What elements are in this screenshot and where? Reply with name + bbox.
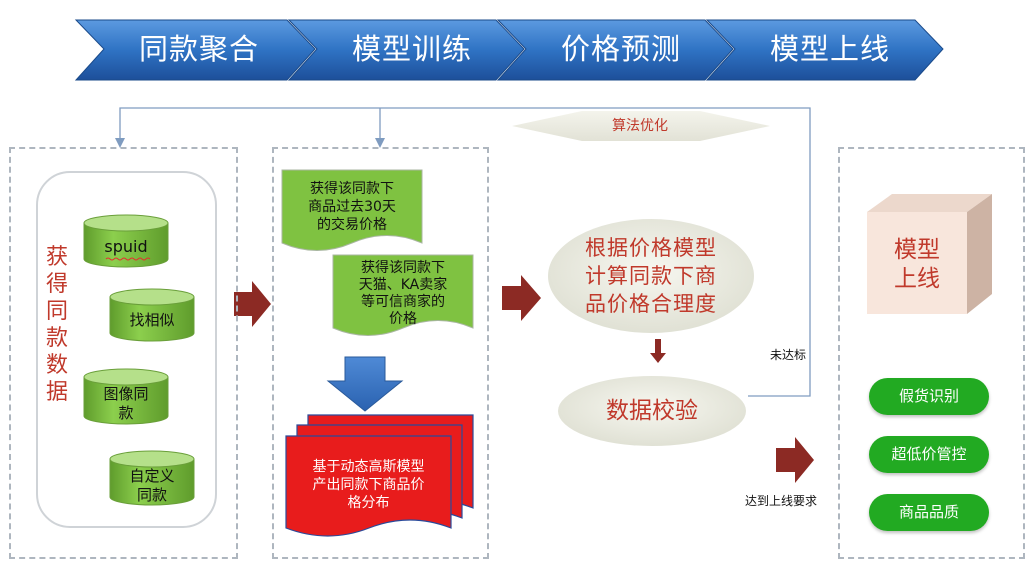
panel-model-online xyxy=(838,147,1025,559)
cylinder-spuid xyxy=(83,214,169,268)
line: 根据价格模型 xyxy=(585,236,717,260)
line: 的交易价格 xyxy=(317,217,387,233)
title-char: 同 xyxy=(45,299,68,324)
app-counterfeit-detection: 假货识别 xyxy=(869,378,989,415)
line: 商品过去30天 xyxy=(308,199,396,215)
title-char: 据 xyxy=(45,380,68,405)
document-shape-1 xyxy=(281,169,423,251)
spell-underline xyxy=(105,257,151,261)
chevron-step-1 xyxy=(74,19,316,81)
small-arrow-shaft xyxy=(655,339,661,354)
source-label-spuid: spuid xyxy=(104,237,148,256)
feedback-loop-line xyxy=(119,107,811,397)
title-char: 数 xyxy=(45,353,68,378)
validate-text: 数据校验 xyxy=(606,398,698,424)
line: 自定义 xyxy=(129,467,175,485)
cylinder-find-similar xyxy=(109,288,195,342)
feedback-arrowhead-1 xyxy=(115,138,125,148)
doc-text-trusted-sellers: 获得该同款下 天猫、KA卖家 等可信商家的 价格 xyxy=(335,260,471,328)
process-chevron-bar xyxy=(74,19,944,81)
title-char: 款 xyxy=(45,326,68,351)
down-arrow-blue xyxy=(326,356,404,412)
line: 产出同款下商品价 xyxy=(312,477,425,493)
algorithm-optimize-banner xyxy=(512,111,770,141)
arrow-panel2-to-panel3 xyxy=(502,275,541,321)
app-low-price-control: 超低价管控 xyxy=(869,436,989,473)
app-product-quality: 商品品质 xyxy=(869,494,989,531)
source-label-find-similar: 找相似 xyxy=(129,311,175,329)
data-sources-box xyxy=(36,171,217,528)
line: 品价格合理度 xyxy=(585,292,717,316)
title-char: 得 xyxy=(45,272,68,297)
algorithm-optimize-label: 算法优化 xyxy=(612,118,668,134)
model-online-cube-text: 模型 上线 xyxy=(867,236,967,294)
line: 计算同款下商 xyxy=(585,264,717,288)
step-label-2: 模型训练 xyxy=(351,32,472,66)
red-doc-front xyxy=(285,435,452,537)
chevron-step-3 xyxy=(496,19,734,81)
step-label-1: 同款聚合 xyxy=(138,32,259,66)
panel-get-data xyxy=(9,147,238,559)
chevron-step-4 xyxy=(705,19,944,81)
arrow-panel1-to-panel2 xyxy=(234,281,271,327)
step-label-4: 模型上线 xyxy=(769,32,890,66)
source-label-image-same: 图像同 款 xyxy=(84,385,168,423)
line: 同款 xyxy=(136,486,167,504)
panel-model-training xyxy=(272,147,489,559)
line: 获得该同款下 xyxy=(310,181,394,197)
title-char: 获 xyxy=(45,245,68,270)
step-label-3: 价格预测 xyxy=(560,32,681,66)
line: 基于动态高斯模型 xyxy=(312,459,425,475)
line: 获得该同款下 xyxy=(361,260,445,276)
gaussian-model-output-text: 基于动态高斯模型 产出同款下商品价 格分布 xyxy=(288,458,449,512)
cube-front xyxy=(867,212,967,314)
cylinder-image-same xyxy=(83,368,169,425)
line: 模型 xyxy=(894,237,940,263)
small-arrow-head xyxy=(650,353,666,363)
feedback-arrowhead-2 xyxy=(375,138,385,148)
document-shape-2 xyxy=(332,254,474,336)
validate-ellipse xyxy=(558,376,746,446)
cube-side xyxy=(967,194,992,314)
line: 图像同 xyxy=(103,385,149,403)
chevron-step-2 xyxy=(287,19,525,81)
source-label-custom-same: 自定义 同款 xyxy=(110,467,194,505)
line: 等可信商家的 xyxy=(361,294,445,310)
arrow-panel3-to-panel4 xyxy=(776,437,814,483)
line: 款 xyxy=(118,404,134,422)
met-requirement-label: 达到上线要求 xyxy=(745,494,818,508)
evaluate-text: 根据价格模型 计算同款下商 品价格合理度 xyxy=(560,234,742,318)
cylinder-custom-same xyxy=(109,450,195,506)
evaluate-ellipse xyxy=(548,219,754,333)
panel1-vertical-title: 获 得 同 款 数 据 xyxy=(44,244,70,406)
line: 价格 xyxy=(389,311,417,327)
cube-top xyxy=(867,194,992,212)
line: 天猫、KA卖家 xyxy=(358,277,448,293)
line: 上线 xyxy=(894,266,940,292)
doc-text-past-30-days: 获得该同款下 商品过去30天 的交易价格 xyxy=(284,180,420,234)
not-met-label: 未达标 xyxy=(770,348,807,362)
line: 格分布 xyxy=(347,495,390,511)
